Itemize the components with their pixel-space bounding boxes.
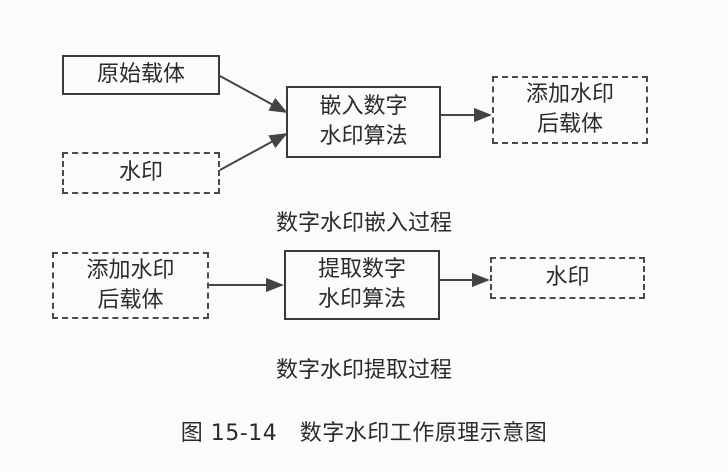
watermark-output-box: 水印 [490,257,645,299]
original-carrier-box: 原始载体 [62,55,220,95]
embed-process-caption: 数字水印嵌入过程 [275,211,452,236]
watermarked-carrier-input-box: 添加水印 后载体 [52,252,209,319]
embed-algorithm-box: 嵌入数字 水印算法 [286,86,441,158]
figure-caption: 图 15-14 数字水印工作原理示意图 [180,421,548,446]
extract-process-caption: 数字水印提取过程 [275,358,452,383]
watermarked-carrier-output-box: 添加水印 后载体 [492,76,648,144]
arrow-watermark-to-embed [219,133,288,171]
arrow-carrier-to-embed [219,75,288,113]
watermark-input-box: 水印 [62,152,220,194]
extract-algorithm-box: 提取数字 水印算法 [284,250,440,320]
